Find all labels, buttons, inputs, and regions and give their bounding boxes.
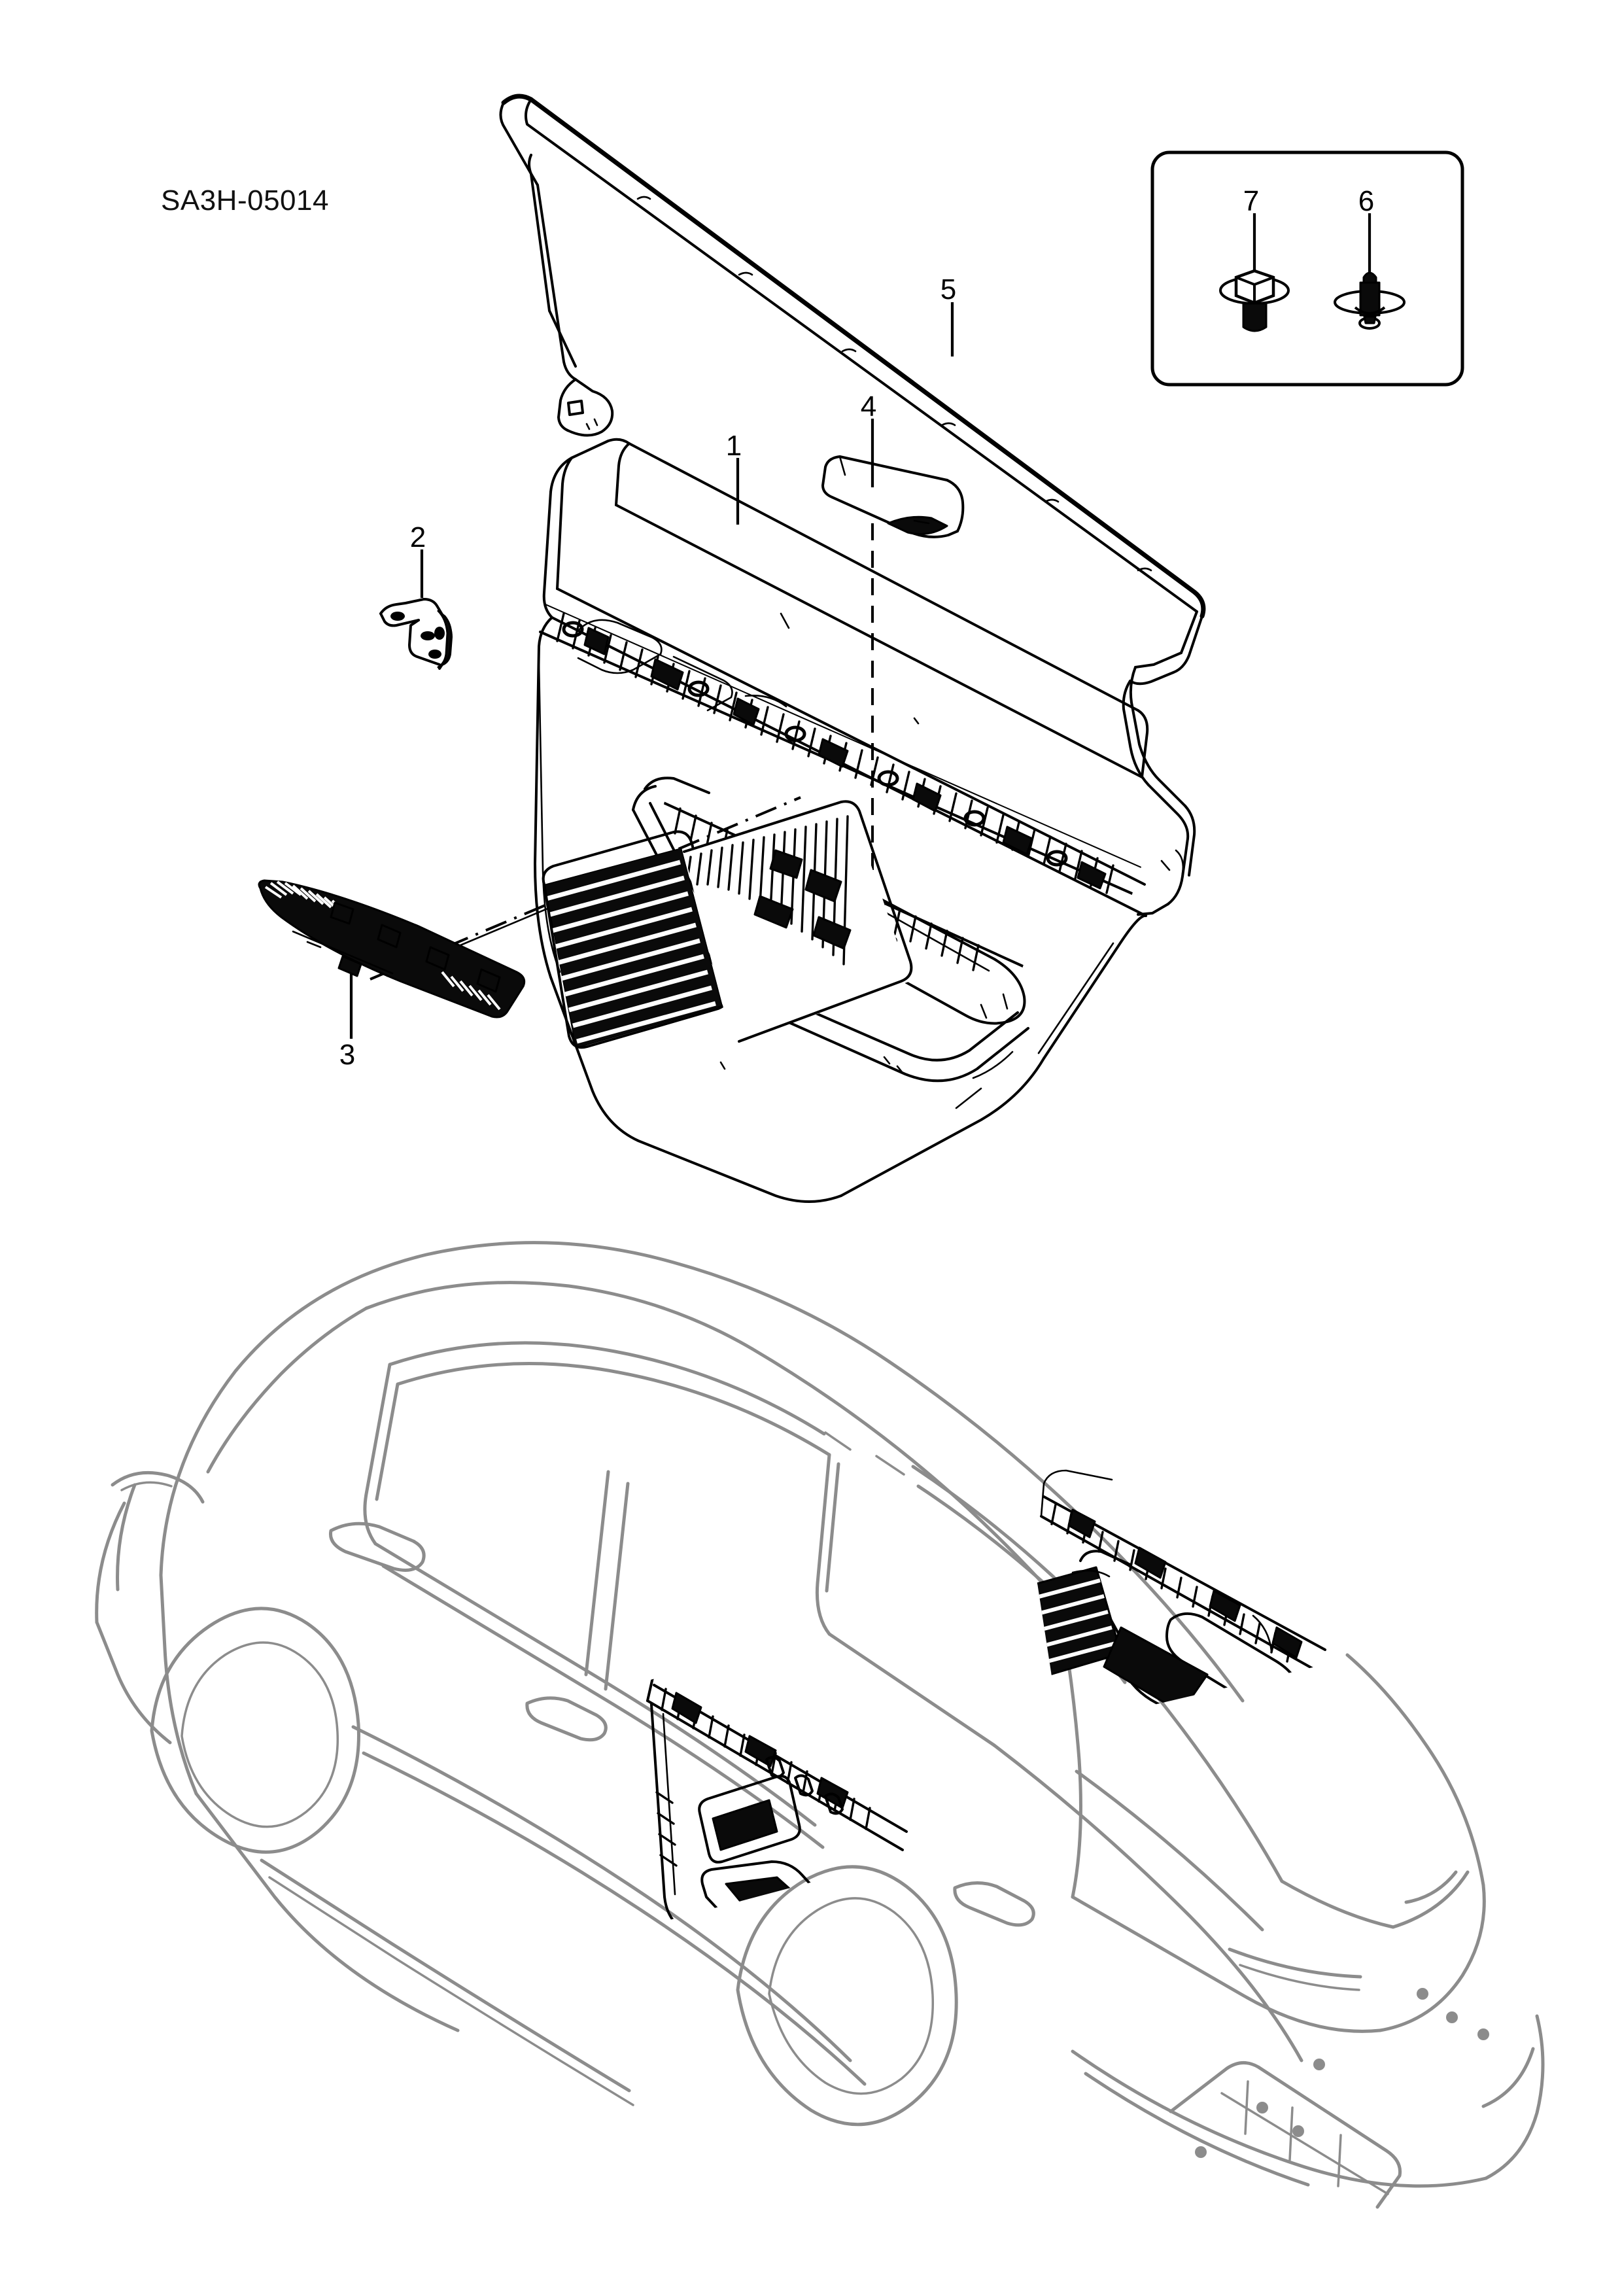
callout-4-label: 4 bbox=[861, 391, 876, 423]
callout-6-label: 6 bbox=[1358, 185, 1374, 217]
callout-7-label: 7 bbox=[1243, 185, 1259, 217]
fastener-detail-box bbox=[1150, 150, 1464, 387]
callout-numbers: 1 2 3 4 5 6 7 bbox=[339, 185, 1374, 1071]
callout-1-label: 1 bbox=[726, 430, 742, 462]
callout-2-label: 2 bbox=[410, 521, 426, 553]
door-frame-outline bbox=[1122, 666, 1196, 916]
diagram-number-label: SA3H-05014 bbox=[161, 184, 329, 217]
part-3-lower-garnish-molding bbox=[258, 879, 526, 1018]
vehicle-ghost-view bbox=[95, 1241, 1545, 2209]
part-2-door-trim-bracket bbox=[379, 598, 453, 670]
push-pin-clip-icon bbox=[1334, 213, 1406, 330]
hex-flange-bolt-icon bbox=[1219, 213, 1290, 332]
callout-5-label: 5 bbox=[940, 273, 956, 305]
part-1-rear-door-trim-panel bbox=[534, 438, 1149, 1203]
part-5-belt-weatherstrip-molding bbox=[499, 94, 1206, 686]
callout-3-label: 3 bbox=[339, 1039, 355, 1071]
part-4-door-trim-end-cap bbox=[821, 455, 965, 538]
